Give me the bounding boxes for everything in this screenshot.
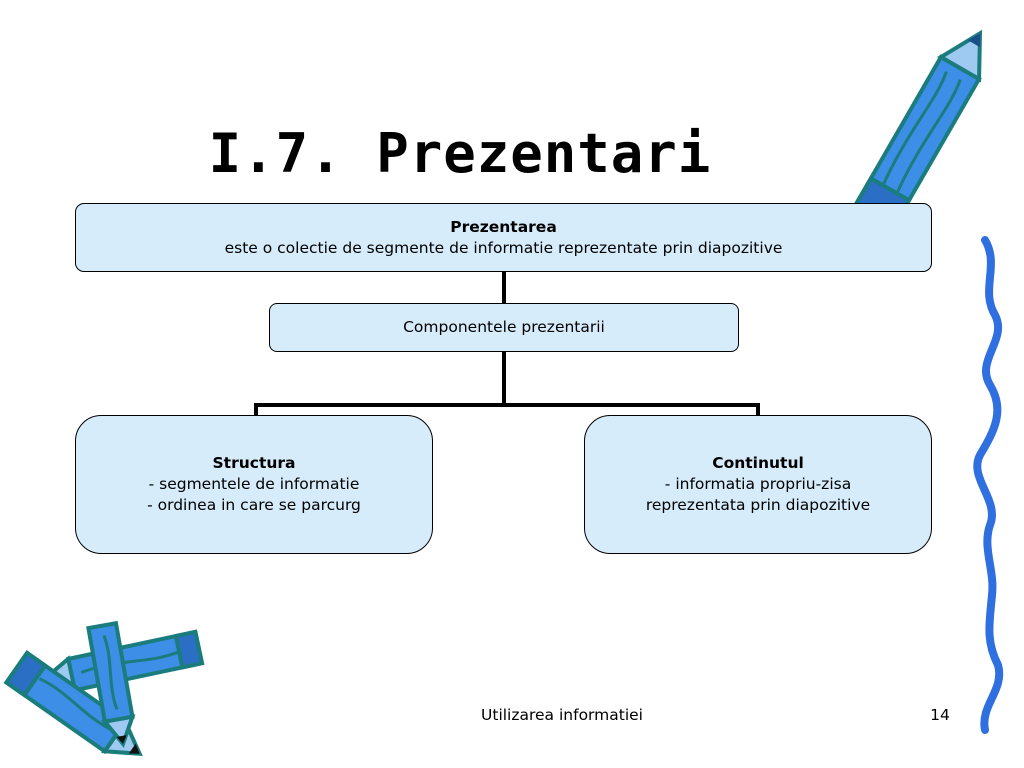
right-node-line: - informatia propriu-zisa — [664, 475, 852, 493]
root-node: Prezentarea este o colectie de segmente … — [75, 203, 932, 272]
right-node-line: reprezentata prin diapozitive — [645, 496, 871, 514]
middle-node-text: Componentele prezentarii — [403, 318, 605, 336]
middle-node: Componentele prezentarii — [269, 303, 739, 352]
squiggle-line — [973, 236, 1004, 734]
left-node-heading: Structura — [212, 454, 296, 472]
slide-title: I.7. Prezentari — [208, 122, 712, 185]
pencil-icon — [38, 629, 205, 694]
left-node-line: - segmentele de informatie — [148, 475, 360, 493]
footer-text: Utilizarea informatiei — [481, 706, 643, 724]
right-node: Continutul - informatia propriu-zisa rep… — [584, 415, 932, 554]
root-node-heading: Prezentarea — [450, 217, 557, 236]
pencil-icon — [86, 620, 136, 748]
left-node-line: - ordinea in care se parcurg — [147, 496, 361, 514]
page-number: 14 — [930, 706, 950, 724]
right-node-heading: Continutul — [712, 454, 804, 472]
left-node: Structura - segmentele de informatie - o… — [75, 415, 433, 554]
pencil-icon — [3, 650, 143, 756]
root-node-text: este o colectie de segmente de informati… — [224, 238, 783, 257]
